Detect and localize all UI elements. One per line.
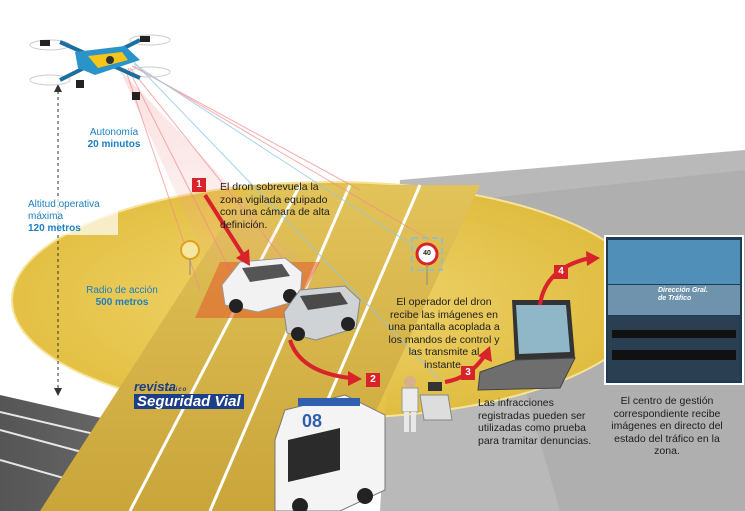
altitude-label-2: máxima xyxy=(28,211,64,222)
van-number: 08 xyxy=(302,411,323,431)
step-badge-2: 2 xyxy=(366,373,380,387)
step-badge-1: 1 xyxy=(192,178,206,192)
altitude-arrow-bottom xyxy=(54,388,62,396)
step-badge-3: 3 xyxy=(461,366,475,380)
speed-sign-indicator xyxy=(180,237,443,285)
surveillance-van xyxy=(274,394,386,511)
altitude-value: 120 metros xyxy=(28,223,81,234)
radius-value: 500 metros xyxy=(95,297,149,308)
arrow-1 xyxy=(203,193,247,260)
dgt-line-1: Dirección Gral. xyxy=(658,287,708,294)
brand-line-2: tráfico xyxy=(162,387,188,393)
arrow-2 xyxy=(288,339,351,380)
brand-line-3: Seguridad Vial xyxy=(134,394,244,409)
car-white xyxy=(221,257,303,313)
step1-text: El dron sobrevuela la zona vigilada equi… xyxy=(220,181,330,231)
radius-label: Radio de acción xyxy=(86,285,158,296)
drone-operator xyxy=(401,376,453,432)
altitude-label-1: Altitud operativa xyxy=(28,199,100,210)
drone xyxy=(29,34,171,100)
arrow-4-head xyxy=(586,251,600,266)
radius-annotation: Radio de acción 500 metros xyxy=(82,285,162,309)
step3-text: Las infracciones registradas pueden ser … xyxy=(478,397,592,447)
dgt-logo: Dirección Gral. de Tráfico xyxy=(658,287,708,303)
arrow-3-head xyxy=(478,346,492,362)
autonomy-value: 20 minutos xyxy=(87,139,141,150)
laptop xyxy=(477,300,576,391)
signal-lines-blue xyxy=(133,61,441,381)
brand-logo: revista tráfico Seguridad Vial xyxy=(134,379,244,409)
signal-lines xyxy=(124,65,431,291)
car-silver xyxy=(283,285,361,341)
brand-line-1: revista xyxy=(134,379,176,394)
arrow-2-head xyxy=(348,371,362,386)
autonomy-annotation: Autonomía 20 minutos xyxy=(84,127,144,151)
control-center xyxy=(604,235,744,385)
altitude-annotation: Altitud operativa máxima 120 metros xyxy=(28,199,118,235)
autonomy-label: Autonomía xyxy=(89,127,139,138)
altitude-arrow-top xyxy=(54,84,62,92)
step-badge-4: 4 xyxy=(554,265,568,279)
dgt-line-2: de Tráfico xyxy=(658,295,692,302)
road xyxy=(40,185,480,511)
step2-text: El operador del dron recibe las imágenes… xyxy=(388,296,500,371)
speed-sign-text: 40 xyxy=(423,250,431,257)
arrow-1-head xyxy=(236,249,250,266)
step4-text: El centro de gestión correspondiente rec… xyxy=(611,395,723,457)
